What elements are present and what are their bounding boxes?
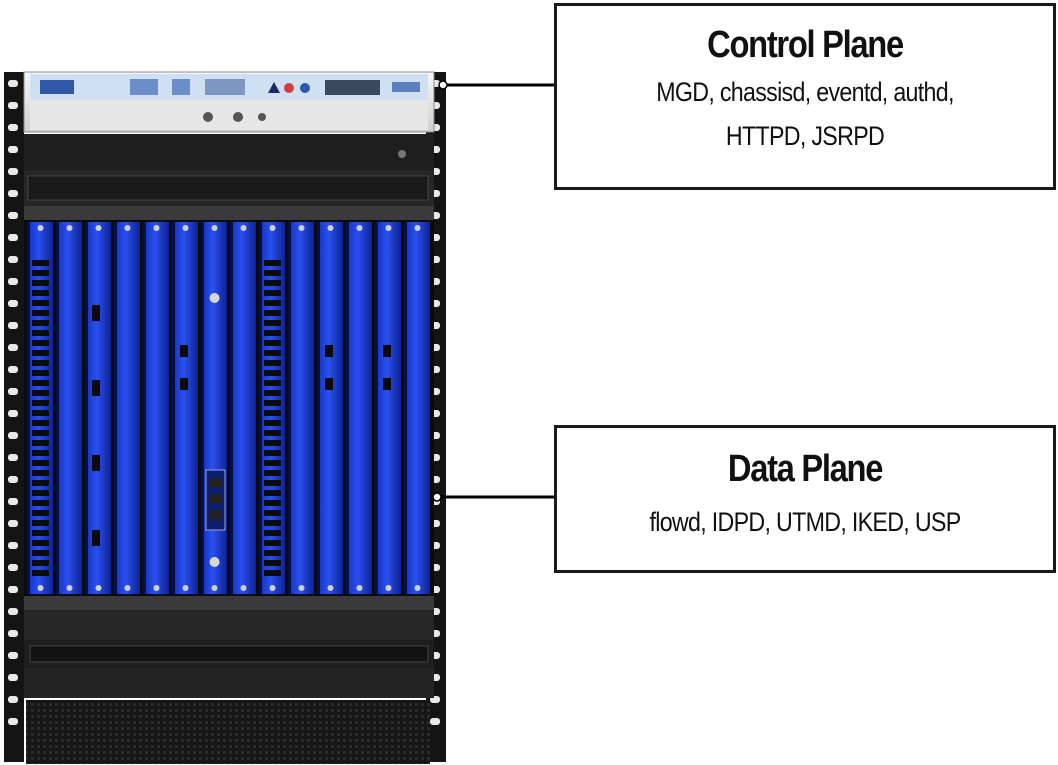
- control-plane-processes-line-2: HTTPD, JSRPD: [725, 121, 885, 151]
- control-plane-title: Control Plane: [707, 24, 904, 66]
- air-intake-vent: [26, 700, 430, 764]
- line-card-blade: [143, 222, 169, 594]
- data-plane-callout: Data Plane flowd, IDPD, UTMD, IKED, USP: [554, 425, 1056, 573]
- leader-anchor-control: [438, 80, 448, 90]
- line-card-blade: [404, 222, 430, 594]
- line-card-blade: [230, 222, 256, 594]
- control-plane-callout: Control Plane MGD, chassisd, eventd, aut…: [554, 3, 1056, 190]
- line-card-blade: [288, 222, 314, 594]
- line-card-blade: [27, 222, 53, 594]
- line-card-blade: [172, 222, 198, 594]
- line-card-blades: [27, 222, 430, 594]
- control-plane-processes-line-1: MGD, chassisd, eventd, authd,: [656, 77, 954, 107]
- data-plane-title: Data Plane: [727, 448, 883, 490]
- line-card-blade: [85, 222, 111, 594]
- line-card-blade: [56, 222, 82, 594]
- line-card-blade: [259, 222, 285, 594]
- data-plane-processes: flowd, IDPD, UTMD, IKED, USP: [649, 507, 961, 537]
- lower-fan-tray: [24, 610, 434, 698]
- line-card-blade: [114, 222, 140, 594]
- craft-panel: [23, 71, 435, 133]
- leader-anchor-data: [432, 492, 442, 502]
- line-card-blade: [346, 222, 372, 594]
- upper-fan-tray: [24, 134, 434, 206]
- line-card-blade: [317, 222, 343, 594]
- line-card-blade: [201, 222, 227, 594]
- line-card-blade: [375, 222, 401, 594]
